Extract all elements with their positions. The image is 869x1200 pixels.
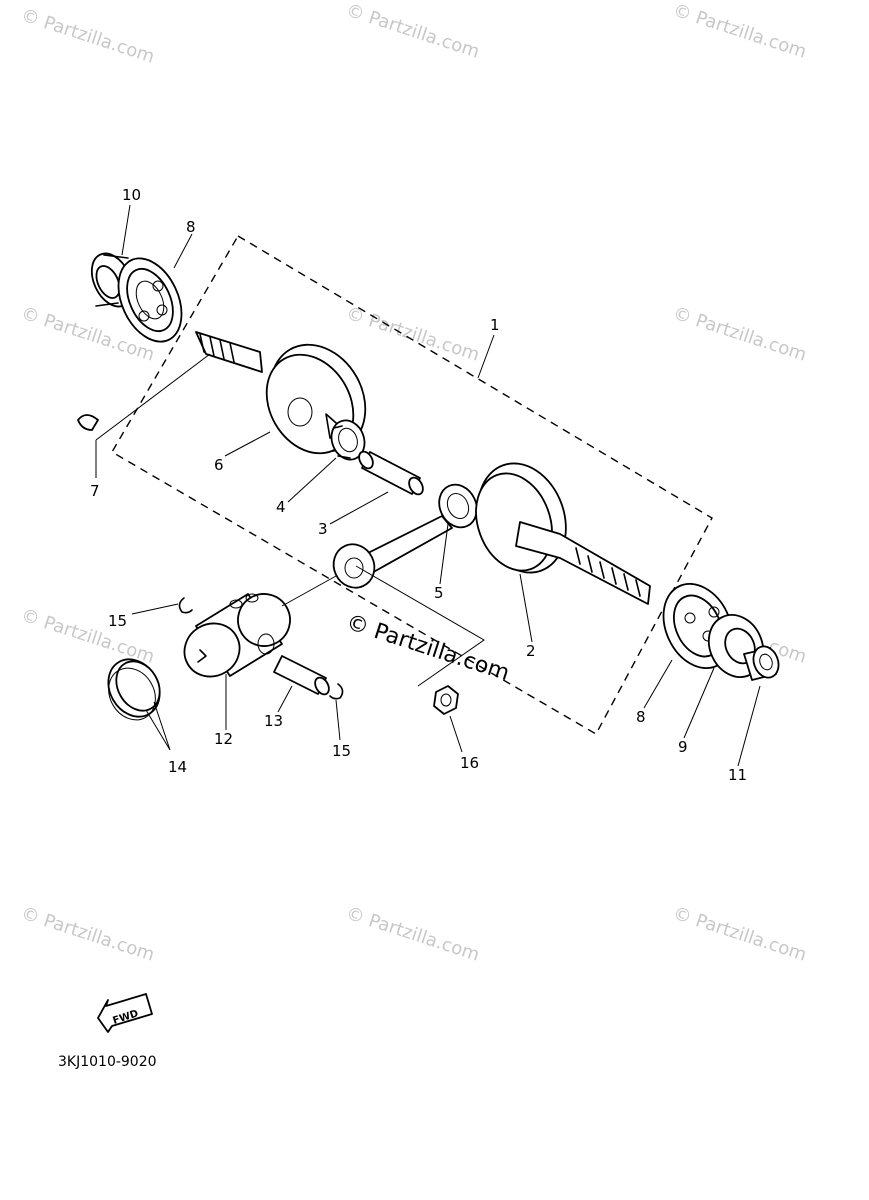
bearing-left: [117, 257, 183, 343]
callout-13: 13: [264, 712, 283, 730]
watermark: © Partzilla.com: [670, 0, 809, 63]
callout-12: 12: [214, 730, 233, 748]
circlip-upper: [178, 597, 193, 614]
watermark: © Partzilla.com: [18, 605, 157, 668]
watermark: © Partzilla.com: [670, 303, 809, 366]
callout-8-right: 8: [636, 708, 646, 726]
diagram-code: 3KJ1010-9020: [58, 1054, 157, 1070]
fwd-arrow-icon: FWD: [97, 993, 153, 1033]
callout-1: 1: [490, 316, 500, 334]
needle-bearing: [330, 419, 366, 461]
watermark: © Partzilla.com: [343, 0, 482, 63]
nut: [433, 685, 459, 715]
piston-rings: [107, 658, 161, 721]
callout-3: 3: [318, 520, 328, 538]
callouts: 1 2 3 4 5 6 7 8 8 9 10 11 12 13 14 15 15…: [90, 186, 747, 784]
crankshaft-assembly-outline: [111, 235, 713, 735]
callout-11: 11: [728, 766, 747, 784]
crank-half-right: [475, 462, 651, 605]
watermark: © Partzilla.com: [18, 5, 157, 68]
callout-14: 14: [168, 758, 187, 776]
callout-5: 5: [434, 584, 444, 602]
watermark: © Partzilla.com: [670, 903, 809, 966]
callout-2: 2: [526, 642, 536, 660]
crank-pin: [358, 450, 424, 496]
piston-pin: [273, 655, 330, 696]
collar: [743, 645, 780, 681]
callout-9: 9: [678, 738, 688, 756]
piston: [183, 593, 291, 678]
leader-lines: [95, 204, 761, 767]
callout-7: 7: [90, 482, 100, 500]
circlip-lower: [329, 683, 344, 700]
callout-4: 4: [276, 498, 286, 516]
callout-6: 6: [214, 456, 224, 474]
callout-15-lower: 15: [332, 742, 351, 760]
callout-8-left: 8: [186, 218, 196, 236]
watermark: © Partzilla.com: [18, 903, 157, 966]
connecting-rod: [332, 483, 478, 589]
callout-15-upper: 15: [108, 612, 127, 630]
woodruff-key: [77, 414, 99, 431]
watermark-center: © Partzilla.com: [343, 610, 512, 686]
watermark: © Partzilla.com: [343, 903, 482, 966]
callout-10: 10: [122, 186, 141, 204]
callout-16: 16: [460, 754, 479, 772]
watermark: © Partzilla.com: [343, 303, 482, 366]
